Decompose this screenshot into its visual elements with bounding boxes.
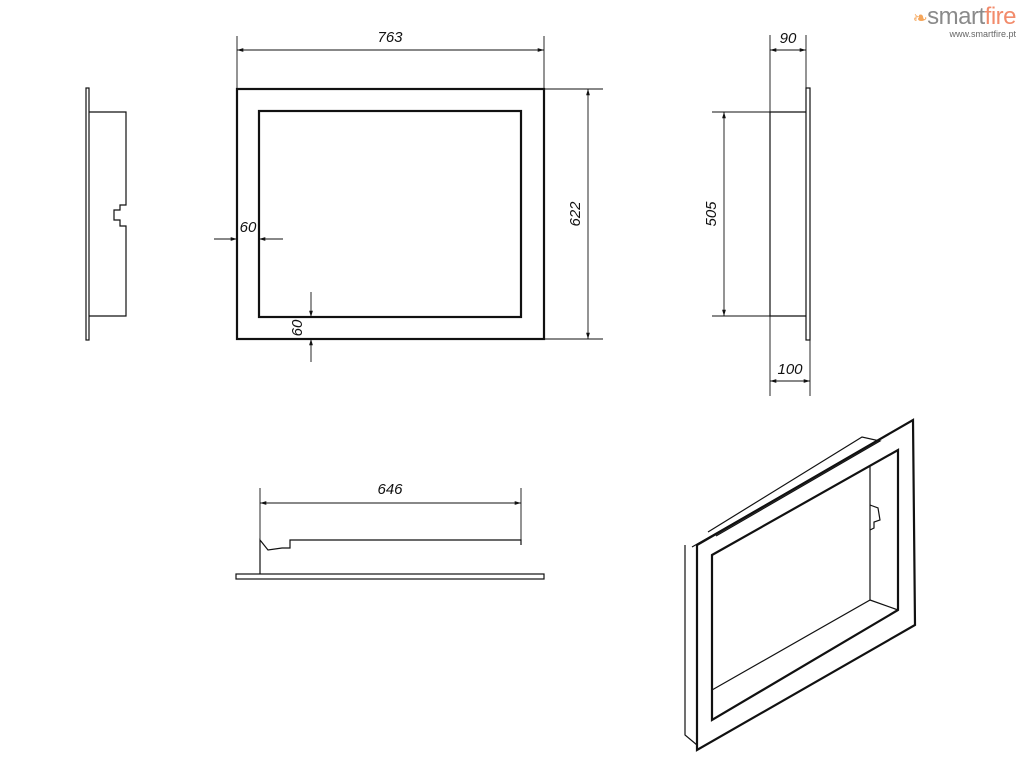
bottom-view: 646	[235, 481, 545, 580]
dim-bottom-width: 646	[377, 481, 403, 498]
dim-side-depth-bottom: 100	[777, 361, 803, 378]
dim-frame-bottom: 60	[289, 319, 306, 336]
isometric-view	[684, 418, 917, 752]
dim-side-depth-top: 90	[780, 30, 797, 47]
logo-text-fire: fire	[984, 3, 1017, 30]
front-view: 763 622 60 60	[214, 29, 603, 362]
flame-icon: ❧	[912, 8, 928, 28]
dim-frame-side: 60	[240, 219, 257, 236]
brand-logo: ❧smartfire www.smartfire.pt	[912, 3, 1017, 40]
logo-text-smart: smart	[927, 3, 985, 30]
right-side-view: 505 90 100	[703, 30, 811, 396]
dim-side-height: 505	[703, 201, 720, 227]
left-side-view	[85, 87, 127, 341]
dim-front-height: 622	[567, 201, 584, 227]
logo-url: www.smartfire.pt	[949, 29, 1016, 39]
dim-front-width: 763	[377, 29, 403, 46]
